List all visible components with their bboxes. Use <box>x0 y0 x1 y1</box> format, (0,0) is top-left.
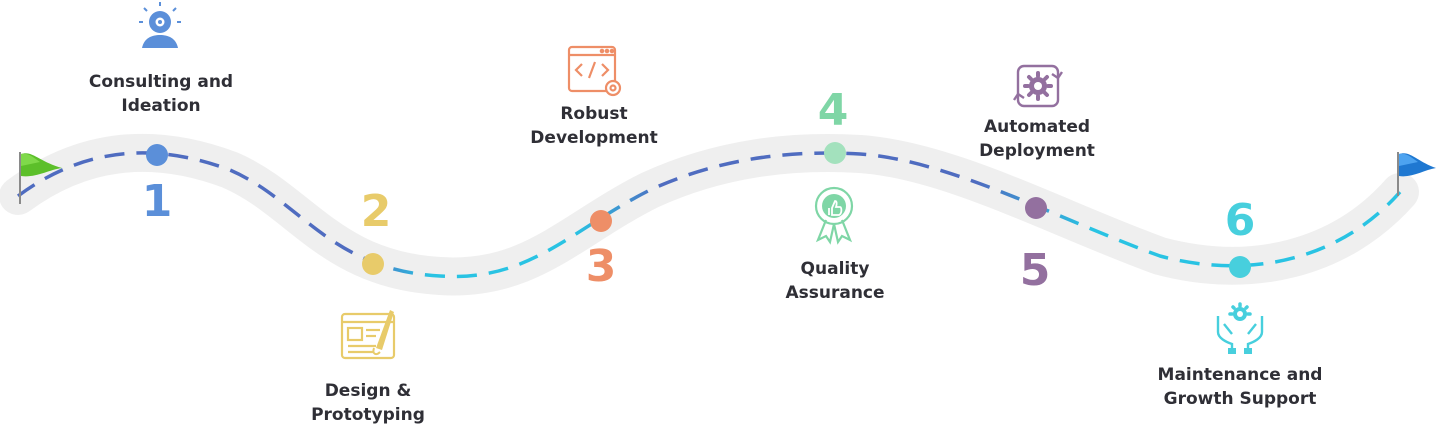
step-1-dot <box>146 144 168 166</box>
step-2-dot <box>362 253 384 275</box>
step-6-title-line1: Maintenance and <box>1157 365 1323 385</box>
design-document-pen-icon <box>340 310 396 360</box>
step-3-title: Robust Development <box>530 102 657 150</box>
step-4-dot <box>824 142 846 164</box>
step-3-dot <box>590 210 612 232</box>
gear-refresh-icon <box>1013 64 1063 108</box>
code-window-gear-icon <box>567 45 622 97</box>
step-4-title: Quality Assurance <box>785 257 884 305</box>
step-4-title-line1: Quality <box>800 259 870 279</box>
hands-gear-icon <box>1216 302 1264 354</box>
step-5-number: 5 <box>1019 245 1051 296</box>
step-5-title-line2: Deployment <box>979 141 1095 161</box>
step-2-title-line1: Design & <box>324 381 412 401</box>
road-dashed-line <box>16 151 1402 279</box>
step-6-number: 6 <box>1224 195 1256 246</box>
step-3-number: 3 <box>585 241 617 292</box>
step-1-title-line2: Ideation <box>121 96 201 116</box>
step-4-title-line2: Assurance <box>785 283 885 303</box>
road-band <box>0 133 1419 296</box>
step-1-title-line1: Consulting and <box>88 72 234 92</box>
quality-badge-thumbs-up-icon <box>814 186 854 245</box>
step-6-dot <box>1229 256 1251 278</box>
step-6-title-line2: Growth Support <box>1163 389 1317 409</box>
step-6-title: Maintenance and Growth Support <box>1158 363 1323 411</box>
step-5-dot <box>1025 197 1047 219</box>
step-5-title-line1: Automated <box>983 117 1091 137</box>
lightbulb-gear-person-icon <box>139 2 181 48</box>
step-3-title-line1: Robust <box>560 104 628 124</box>
step-1-number: 1 <box>141 176 173 227</box>
step-2-title-line2: Prototyping <box>311 405 425 425</box>
step-1-title: Consulting and Ideation <box>89 70 233 118</box>
step-3-title-line2: Development <box>530 128 658 148</box>
blue-flag-icon <box>1397 152 1436 196</box>
green-flag-icon <box>19 152 62 204</box>
step-4-number: 4 <box>817 85 849 136</box>
step-5-title: Automated Deployment <box>979 115 1095 163</box>
step-2-number: 2 <box>360 186 392 237</box>
step-2-title: Design & Prototyping <box>311 379 425 427</box>
